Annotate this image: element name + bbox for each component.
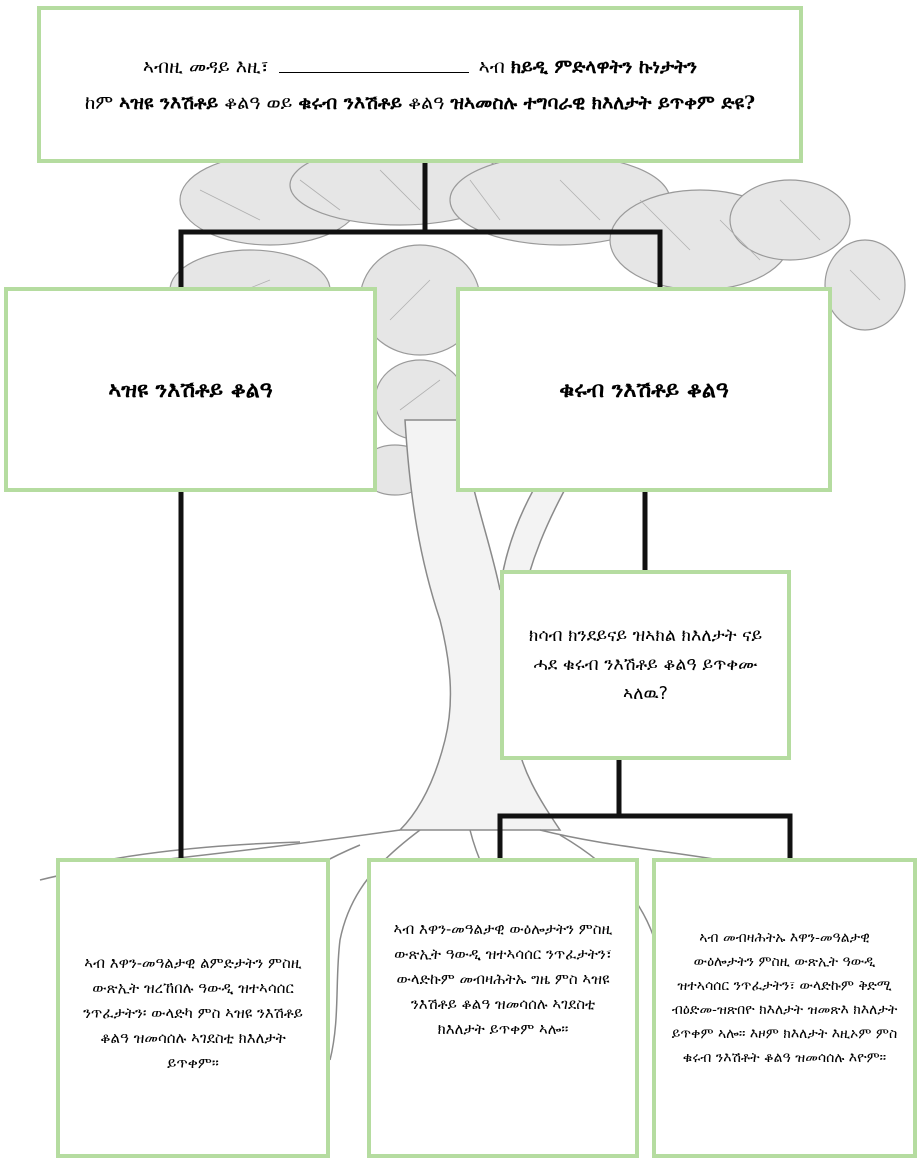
answer-text-2: ኣብ እዋን-መዓልታዊ ውዕሎታትን ምስዚ ውጽኢት ዓውዲ ዝተኣሳሰር … bbox=[385, 917, 621, 1042]
question-part-6: ቆልዓ ወይ bbox=[224, 92, 292, 114]
question-part-7: ቁሩብ ንእሽቶይ bbox=[298, 92, 402, 114]
question-part-9: ዝኣመስሉ ተግባራዊ ክእለታት ይጥቀም ድዩ? bbox=[450, 92, 755, 114]
question-part-1: ኣብዚ መዳይ እዚ፣ bbox=[143, 56, 269, 78]
question-part-2: ኣብ bbox=[479, 56, 505, 78]
answer-text-3: ኣብ መብዛሕትኡ እዋን-መዓልታዊ ውዕሎታትን ምስዚ ውጽኢት ዓውዲ … bbox=[670, 926, 899, 1070]
sub-question-text: ክሳብ ክንደይናይ ዝኣክል ክእለታት ናይ ሓደ ቁሩብ ንእሽቶይ ቆል… bbox=[526, 622, 765, 709]
answer-box-1: ኣብ እዋን-መዓልታዊ ልምድታትን ምስዚ ውጽኢት ዝረኸበሉ ዓውዲ ዝ… bbox=[56, 858, 330, 1158]
category-label-slightly-young: ቁሩብ ንእሽቶይ ቆልዓ bbox=[559, 377, 729, 403]
fill-in-blank[interactable] bbox=[279, 54, 469, 73]
sub-question-box: ክሳብ ክንደይናይ ዝኣክል ክእለታት ናይ ሓደ ቁሩብ ንእሽቶይ ቆል… bbox=[500, 570, 791, 760]
answer-text-1: ኣብ እዋን-መዓልታዊ ልምድታትን ምስዚ ውጽኢት ዝረኸበሉ ዓውዲ ዝ… bbox=[74, 941, 312, 1076]
title-question: ኣብዚ መዳይ እዚ፣ ኣብ ክይዲ ምድላዋትን ኩነታትን ከም ኣዝዩ ን… bbox=[85, 49, 755, 121]
category-box-very-young: ኣዝዩ ንእሽቶይ ቆልዓ bbox=[4, 287, 377, 492]
category-box-slightly-young: ቁሩብ ንእሽቶይ ቆልዓ bbox=[456, 287, 832, 492]
question-part-4: ከም bbox=[85, 92, 113, 114]
title-question-box: ኣብዚ መዳይ እዚ፣ ኣብ ክይዲ ምድላዋትን ኩነታትን ከም ኣዝዩ ን… bbox=[37, 6, 803, 163]
question-part-3: ክይዲ ምድላዋትን ኩነታትን bbox=[511, 56, 697, 78]
answer-box-3: ኣብ መብዛሕትኡ እዋን-መዓልታዊ ውዕሎታትን ምስዚ ውጽኢት ዓውዲ … bbox=[652, 858, 917, 1158]
category-label-very-young: ኣዝዩ ንእሽቶይ ቆልዓ bbox=[108, 377, 272, 403]
question-part-5: ኣዝዩ ንእሽቶይ bbox=[119, 92, 218, 114]
question-part-8: ቆልዓ bbox=[408, 92, 444, 114]
answer-box-2: ኣብ እዋን-መዓልታዊ ውዕሎታትን ምስዚ ውጽኢት ዓውዲ ዝተኣሳሰር … bbox=[367, 858, 639, 1158]
